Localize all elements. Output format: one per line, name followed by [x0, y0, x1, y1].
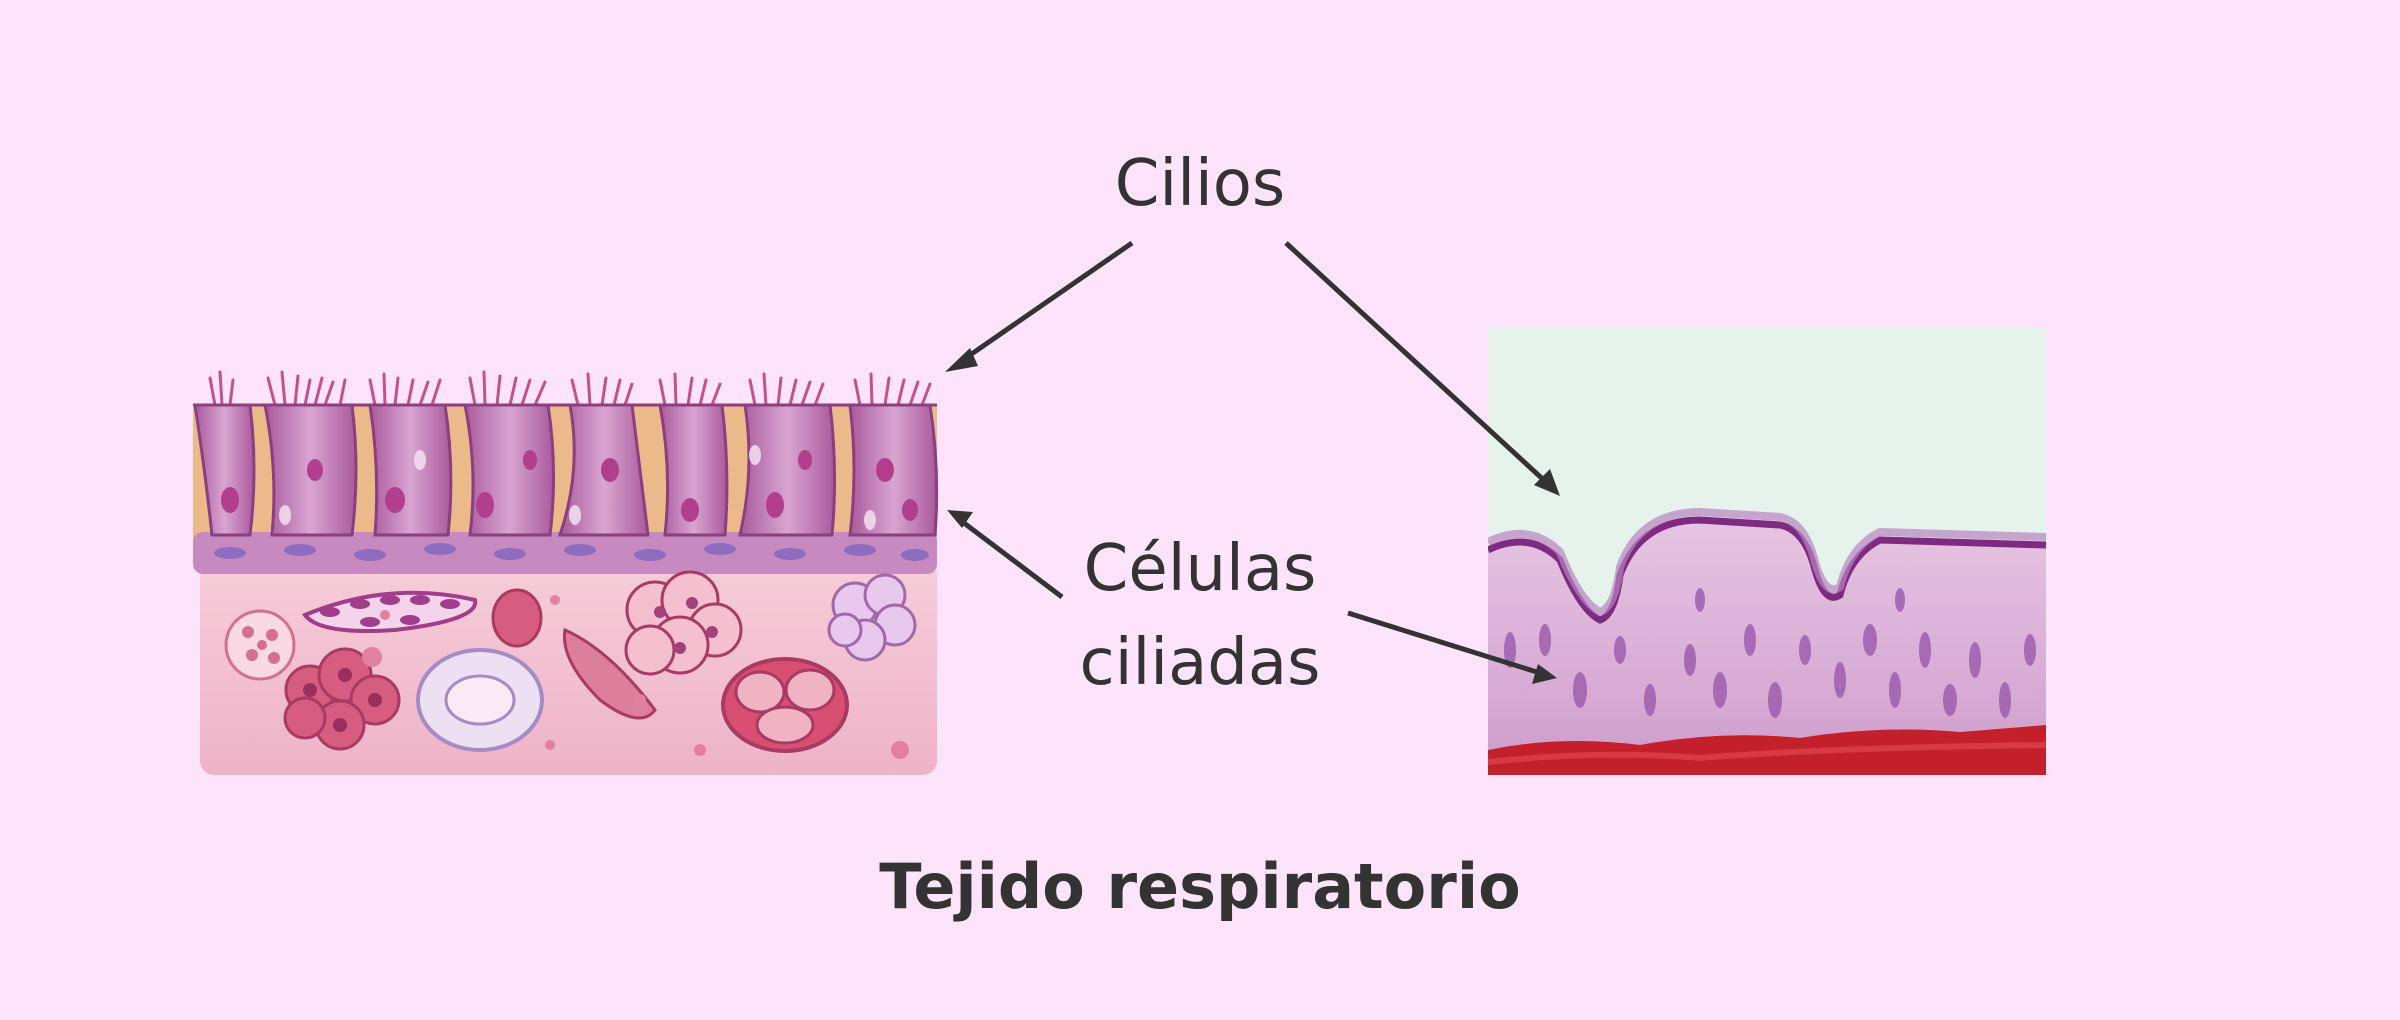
label-ciliated-cells-line1: Células [1083, 532, 1317, 606]
arrow-cells-left [958, 518, 1064, 599]
arrows [945, 240, 1560, 684]
basal-layer [193, 532, 937, 574]
micrograph-image [1488, 328, 2046, 775]
label-ciliated-cells-line2: ciliadas [1079, 626, 1321, 700]
label-ciliated-cells: Células ciliadas [1060, 522, 1340, 710]
arrow-cells-right [1347, 610, 1541, 676]
connective-structures [224, 570, 917, 759]
label-cilia: Cilios [1114, 147, 1286, 221]
epithelium-illustration [193, 370, 939, 775]
figure-caption: Tejido respiratorio [879, 850, 1521, 923]
arrow-cilia-right [1284, 241, 1549, 485]
arrow-cilia-left [958, 240, 1134, 365]
